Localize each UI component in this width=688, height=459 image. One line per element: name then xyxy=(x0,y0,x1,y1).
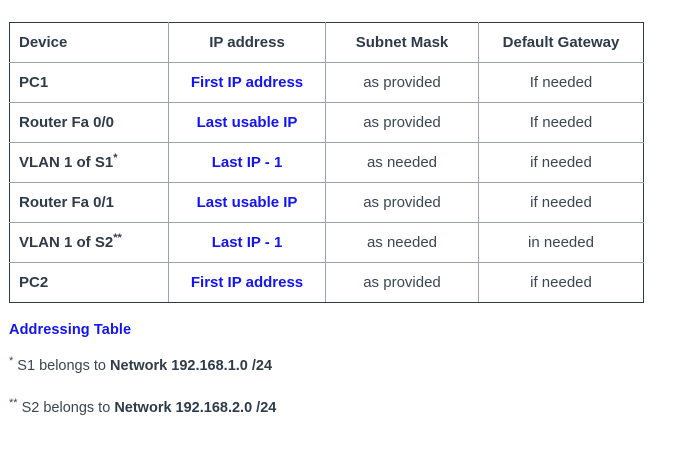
footnote-text: S2 belongs to xyxy=(17,400,115,416)
cell-device: VLAN 1 of S1* xyxy=(9,142,169,183)
table-header-row: Device IP address Subnet Mask Default Ga… xyxy=(9,22,644,63)
cell-default-gateway: If needed xyxy=(478,62,644,103)
cell-default-gateway: if needed xyxy=(478,142,644,183)
addressing-table-container: Device IP address Subnet Mask Default Ga… xyxy=(9,22,644,303)
cell-device: VLAN 1 of S2** xyxy=(9,222,169,263)
cell-ip-address: First IP address xyxy=(168,262,326,303)
device-label: Router Fa 0/0 xyxy=(19,113,115,131)
cell-ip-address: Last usable IP xyxy=(168,182,326,223)
device-label: PC1 xyxy=(19,73,49,91)
cell-default-gateway: if needed xyxy=(478,262,644,303)
footnote-s2: ** S2 belongs to Network 192.168.2.0 /24 xyxy=(9,397,277,416)
cell-subnet-mask: as needed xyxy=(325,142,479,183)
device-label: VLAN 1 of S2 xyxy=(19,233,114,251)
table-row: Router Fa 0/1 Last usable IP as provided… xyxy=(9,182,644,223)
column-header-subnet-mask: Subnet Mask xyxy=(325,22,479,63)
cell-default-gateway: in needed xyxy=(478,222,644,263)
cell-subnet-mask: as provided xyxy=(325,262,479,303)
cell-subnet-mask: as needed xyxy=(325,222,479,263)
table-row: PC1 First IP address as provided If need… xyxy=(9,62,644,103)
addressing-table: Device IP address Subnet Mask Default Ga… xyxy=(9,22,644,303)
table-row: VLAN 1 of S2** Last IP - 1 as needed in … xyxy=(9,222,644,263)
table-row: Router Fa 0/0 Last usable IP as provided… xyxy=(9,102,644,143)
table-caption: Addressing Table xyxy=(9,322,132,338)
cell-device: PC2 xyxy=(9,262,169,303)
footnote-s1: * S1 belongs to Network 192.168.1.0 /24 xyxy=(9,355,273,374)
footnote-mark: ** xyxy=(9,397,18,410)
cell-ip-address: First IP address xyxy=(168,62,326,103)
footnote-mark: * xyxy=(9,355,14,368)
footnote-text: S1 belongs to xyxy=(13,358,111,374)
cell-device: Router Fa 0/0 xyxy=(9,102,169,143)
footnote-network: Network 192.168.1.0 /24 xyxy=(110,358,273,374)
cell-default-gateway: if needed xyxy=(478,182,644,223)
cell-device: Router Fa 0/1 xyxy=(9,182,169,223)
cell-ip-address: Last IP - 1 xyxy=(168,142,326,183)
device-footnote-mark: * xyxy=(113,151,118,164)
cell-default-gateway: If needed xyxy=(478,102,644,143)
device-label: PC2 xyxy=(19,273,49,291)
column-header-default-gateway: Default Gateway xyxy=(478,22,644,63)
table-row: PC2 First IP address as provided if need… xyxy=(9,262,644,303)
cell-device: PC1 xyxy=(9,62,169,103)
footnote-network: Network 192.168.2.0 /24 xyxy=(114,400,277,416)
device-footnote-mark: ** xyxy=(113,231,122,244)
cell-ip-address: Last usable IP xyxy=(168,102,326,143)
table-body: PC1 First IP address as provided If need… xyxy=(9,62,644,303)
cell-subnet-mask: as provided xyxy=(325,102,479,143)
column-header-ip-address: IP address xyxy=(168,22,326,63)
device-label: VLAN 1 of S1 xyxy=(19,153,114,171)
cell-subnet-mask: as provided xyxy=(325,182,479,223)
table-row: VLAN 1 of S1* Last IP - 1 as needed if n… xyxy=(9,142,644,183)
cell-ip-address: Last IP - 1 xyxy=(168,222,326,263)
cell-subnet-mask: as provided xyxy=(325,62,479,103)
column-header-device: Device xyxy=(9,22,169,63)
device-label: Router Fa 0/1 xyxy=(19,193,115,211)
table-header: Device IP address Subnet Mask Default Ga… xyxy=(9,22,644,63)
